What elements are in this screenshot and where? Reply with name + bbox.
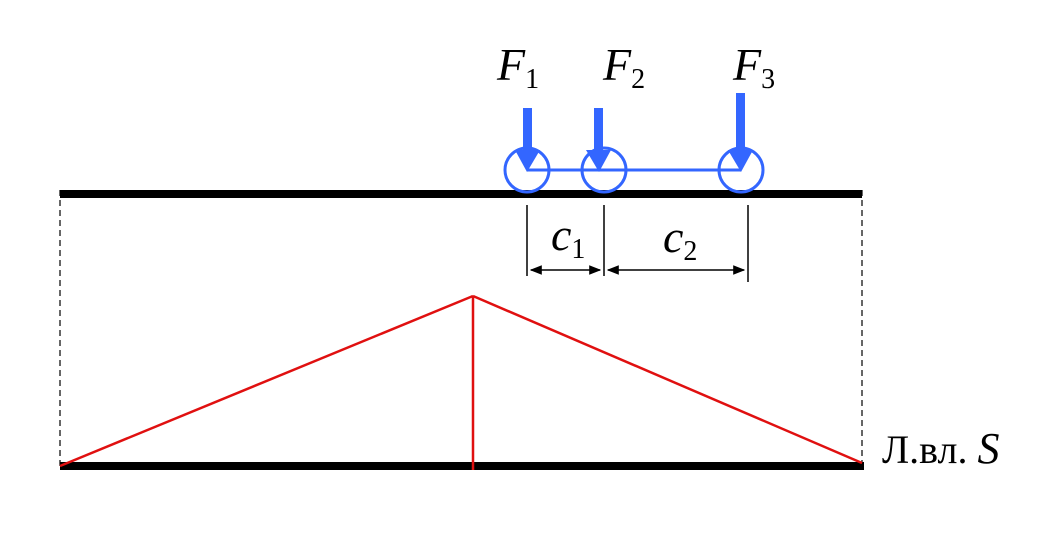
load-label-1: F1 <box>496 39 539 95</box>
load-label-3: F3 <box>732 39 775 95</box>
spacing-label-c1: c1 <box>551 209 585 265</box>
load-label-2: F2 <box>602 39 645 95</box>
load-arrow-1-icon <box>515 108 540 172</box>
influence-line-label: Л.вл.S <box>882 424 999 473</box>
load-arrow-3-icon <box>728 93 753 172</box>
load-arrow-2-icon <box>586 108 611 172</box>
influence-line-right <box>472 294 863 465</box>
spacing-label-c2: c2 <box>663 211 697 267</box>
wheel-2-icon <box>580 146 628 194</box>
influence-line-left <box>59 294 474 468</box>
